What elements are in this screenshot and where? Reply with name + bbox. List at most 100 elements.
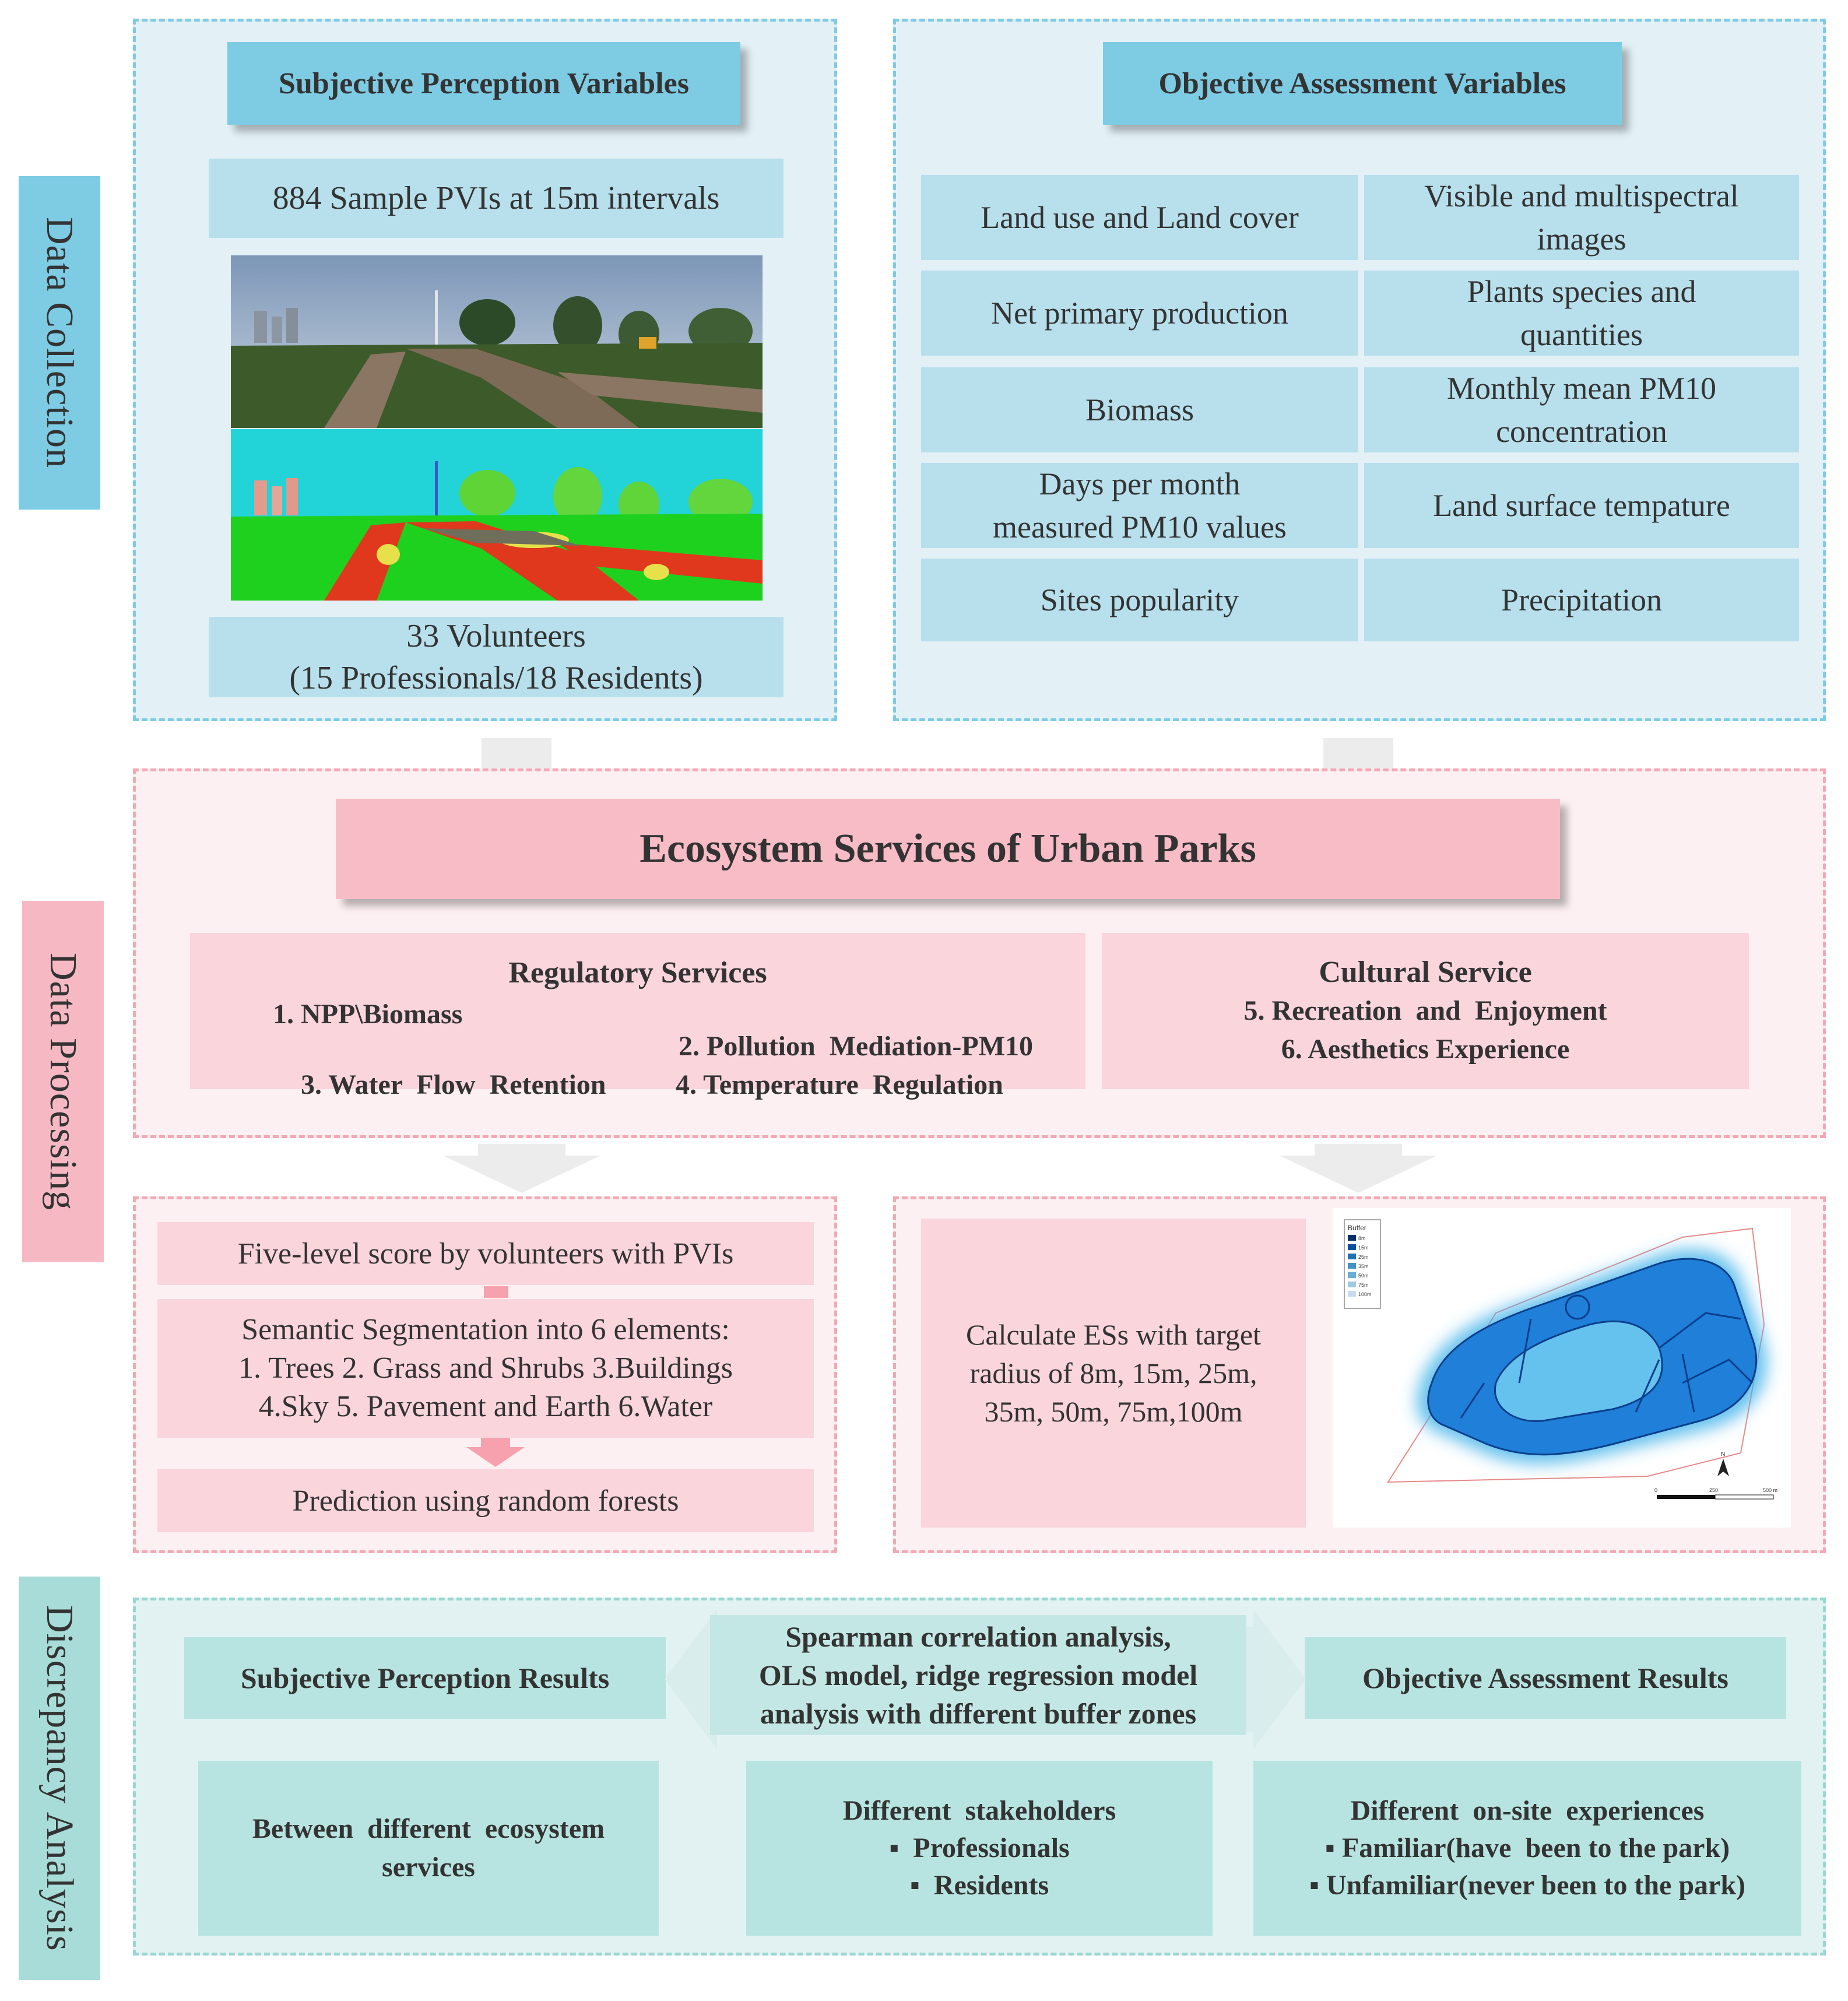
connector-left	[482, 738, 551, 768]
segmentation-image	[231, 429, 763, 601]
score-text: Five-level score by volunteers with PVIs	[237, 1237, 734, 1270]
reg-item-text: 4. Temperature Regulation	[676, 1069, 1003, 1100]
reg-item-text: 1. NPP\Biomass	[273, 999, 463, 1030]
var-land-surface-temp: Land surface tempature	[1364, 463, 1799, 548]
var-pm10-mean: Monthly mean PM10 concentration	[1364, 367, 1799, 452]
subjective-variables-header: Subjective Perception Variables	[227, 42, 740, 125]
var-text: concentration	[1496, 414, 1667, 449]
header-text: Ecosystem Services of Urban Parks	[640, 826, 1256, 871]
sample-pvis-text: 884 Sample PVIs at 15m intervals	[272, 180, 720, 216]
panorama-photo	[231, 255, 763, 428]
method-box: Spearman correlation analysis, OLS model…	[710, 1615, 1246, 1735]
volunteers-line: 33 Volunteers	[406, 618, 586, 654]
stage-label-data-processing: Data Processing	[22, 901, 104, 1262]
between-services-box: Between different ecosystem services	[198, 1761, 659, 1936]
reg-item: 4. Temperature Regulation	[648, 1037, 1003, 1133]
connector-right	[1323, 738, 1393, 768]
ecosystem-services-header: Ecosystem Services of Urban Parks	[336, 799, 1560, 899]
var-text: Plants species and	[1467, 274, 1696, 309]
path-network	[1460, 1294, 1754, 1419]
small-down-arrow	[466, 1438, 525, 1467]
objective-variables-header: Objective Assessment Variables	[1103, 42, 1622, 125]
legend-item: 35m	[1358, 1263, 1369, 1269]
experiences-box: Different on-site experiences ▪ Familiar…	[1253, 1761, 1801, 1936]
box2-item: ▪ Residents	[909, 1870, 1049, 1901]
small-down-arrow	[484, 1286, 508, 1298]
calc-line: 35m, 50m, 75m,100m	[984, 1395, 1243, 1428]
regulatory-services-box: Regulatory Services 1. NPP\Biomass 2. Po…	[190, 933, 1085, 1100]
scale-bar	[1657, 1494, 1774, 1500]
method-line: analysis with different buffer zones	[760, 1697, 1197, 1730]
var-text: Monthly mean PM10	[1446, 371, 1716, 406]
var-text: Visible and multispectral	[1424, 178, 1739, 213]
header-text: Objective Assessment Variables	[1158, 66, 1566, 100]
reg-item-text: 2. Pollution Mediation-PM10	[679, 1031, 1033, 1062]
var-plant-species: Plants species and quantities	[1364, 271, 1799, 356]
prediction-box: Prediction using random forests	[157, 1469, 814, 1532]
seg-line: 1. Trees 2. Grass and Shrubs 3.Buildings	[238, 1351, 733, 1385]
stage-label-text: Data Processing	[42, 952, 85, 1211]
legend-item: 75m	[1358, 1282, 1369, 1288]
prediction-text: Prediction using random forests	[292, 1484, 679, 1518]
stage-label-discrepancy-analysis: Discrepancy Analysis	[19, 1577, 100, 1980]
calc-line: radius of 8m, 15m, 25m,	[969, 1357, 1257, 1389]
box3-item: ▪ Familiar(have been to the park)	[1324, 1833, 1730, 1863]
segmentation-map	[231, 429, 763, 601]
method-line: Spearman correlation analysis,	[785, 1620, 1171, 1653]
var-text: Days per month	[1039, 466, 1241, 501]
box2-title: Different stakeholders	[842, 1795, 1116, 1826]
calculate-ess-box: Calculate ESs with target radius of 8m, …	[921, 1219, 1306, 1528]
legend-swatches	[1348, 1235, 1356, 1297]
legend-item: 15m	[1358, 1245, 1369, 1251]
down-arrow-right	[1280, 1144, 1437, 1193]
subjective-results-box: Subjective Perception Results	[184, 1637, 666, 1719]
legend-item: 50m	[1358, 1273, 1369, 1279]
seg-line: Semantic Segmentation into 6 elements:	[241, 1313, 730, 1346]
cult-item: 5. Recreation and Enjoyment	[1243, 995, 1607, 1026]
regulatory-title-text: Regulatory Services	[508, 956, 767, 989]
sample-pvis-box: 884 Sample PVIs at 15m intervals	[209, 159, 784, 238]
var-text: images	[1537, 222, 1626, 257]
var-npp: Net primary production	[921, 271, 1358, 356]
var-precipitation: Precipitation	[1364, 559, 1799, 641]
subj-results-text: Subjective Perception Results	[240, 1662, 610, 1694]
var-text: Land use and Land cover	[981, 200, 1299, 235]
box2-item: ▪ Professionals	[889, 1833, 1070, 1863]
objective-variables-grid: Land use and Land cover Visible and mult…	[921, 175, 1799, 641]
var-multispectral: Visible and multispectral images	[1364, 175, 1799, 260]
var-text: Net primary production	[991, 296, 1288, 331]
var-text: Sites popularity	[1040, 582, 1239, 617]
var-text: Biomass	[1085, 392, 1194, 427]
reg-item: 2. Pollution Mediation-PM10	[651, 998, 1033, 1094]
north-arrow-icon	[1717, 1459, 1729, 1476]
semantic-segmentation-box: Semantic Segmentation into 6 elements: 1…	[157, 1299, 814, 1438]
cult-item: 6. Aesthetics Experience	[1281, 1034, 1570, 1065]
north-label: N	[1721, 1451, 1725, 1458]
box3-title: Different on-site experiences	[1350, 1795, 1705, 1826]
scale-label: 250	[1709, 1487, 1718, 1493]
cultural-service-box: Cultural Service 5. Recreation and Enjoy…	[1102, 933, 1749, 1089]
stage-label-data-collection: Data Collection	[19, 176, 100, 510]
legend-item: 8m	[1358, 1235, 1366, 1241]
scale-label: 0	[1654, 1487, 1657, 1493]
var-biomass: Biomass	[921, 367, 1358, 452]
obj-results-text: Objective Assessment Results	[1362, 1662, 1728, 1694]
buffer-map-svg: Buffer 8m 15m 25m 35m 50m 75m 100m	[1344, 1219, 1777, 1500]
calc-line: Calculate ESs with target	[966, 1318, 1261, 1351]
var-text: measured PM10 values	[993, 510, 1287, 545]
scale-label: 500 m	[1763, 1487, 1777, 1493]
reg-item: 3. Water Flow Retention	[273, 1037, 606, 1133]
var-sites-popularity: Sites popularity	[921, 559, 1358, 641]
reg-item: 1. NPP\Biomass	[273, 998, 462, 1030]
down-arrow-left	[443, 1144, 600, 1193]
box3-item: ▪ Unfamiliar(never been to the park)	[1309, 1870, 1746, 1901]
volunteers-box: 33 Volunteers (15 Professionals/18 Resid…	[209, 617, 784, 697]
stage-label-text: Data Collection	[38, 217, 81, 469]
stakeholders-box: Different stakeholders ▪ Professionals ▪…	[746, 1761, 1213, 1936]
box1-line: services	[382, 1852, 475, 1883]
buffer-map: Buffer 8m 15m 25m 35m 50m 75m 100m	[1333, 1208, 1791, 1528]
legend-item: 100m	[1358, 1291, 1372, 1297]
objective-results-box: Objective Assessment Results	[1305, 1637, 1786, 1719]
reg-item-text: 3. Water Flow Retention	[301, 1069, 606, 1100]
panorama-photo-image	[231, 255, 763, 428]
